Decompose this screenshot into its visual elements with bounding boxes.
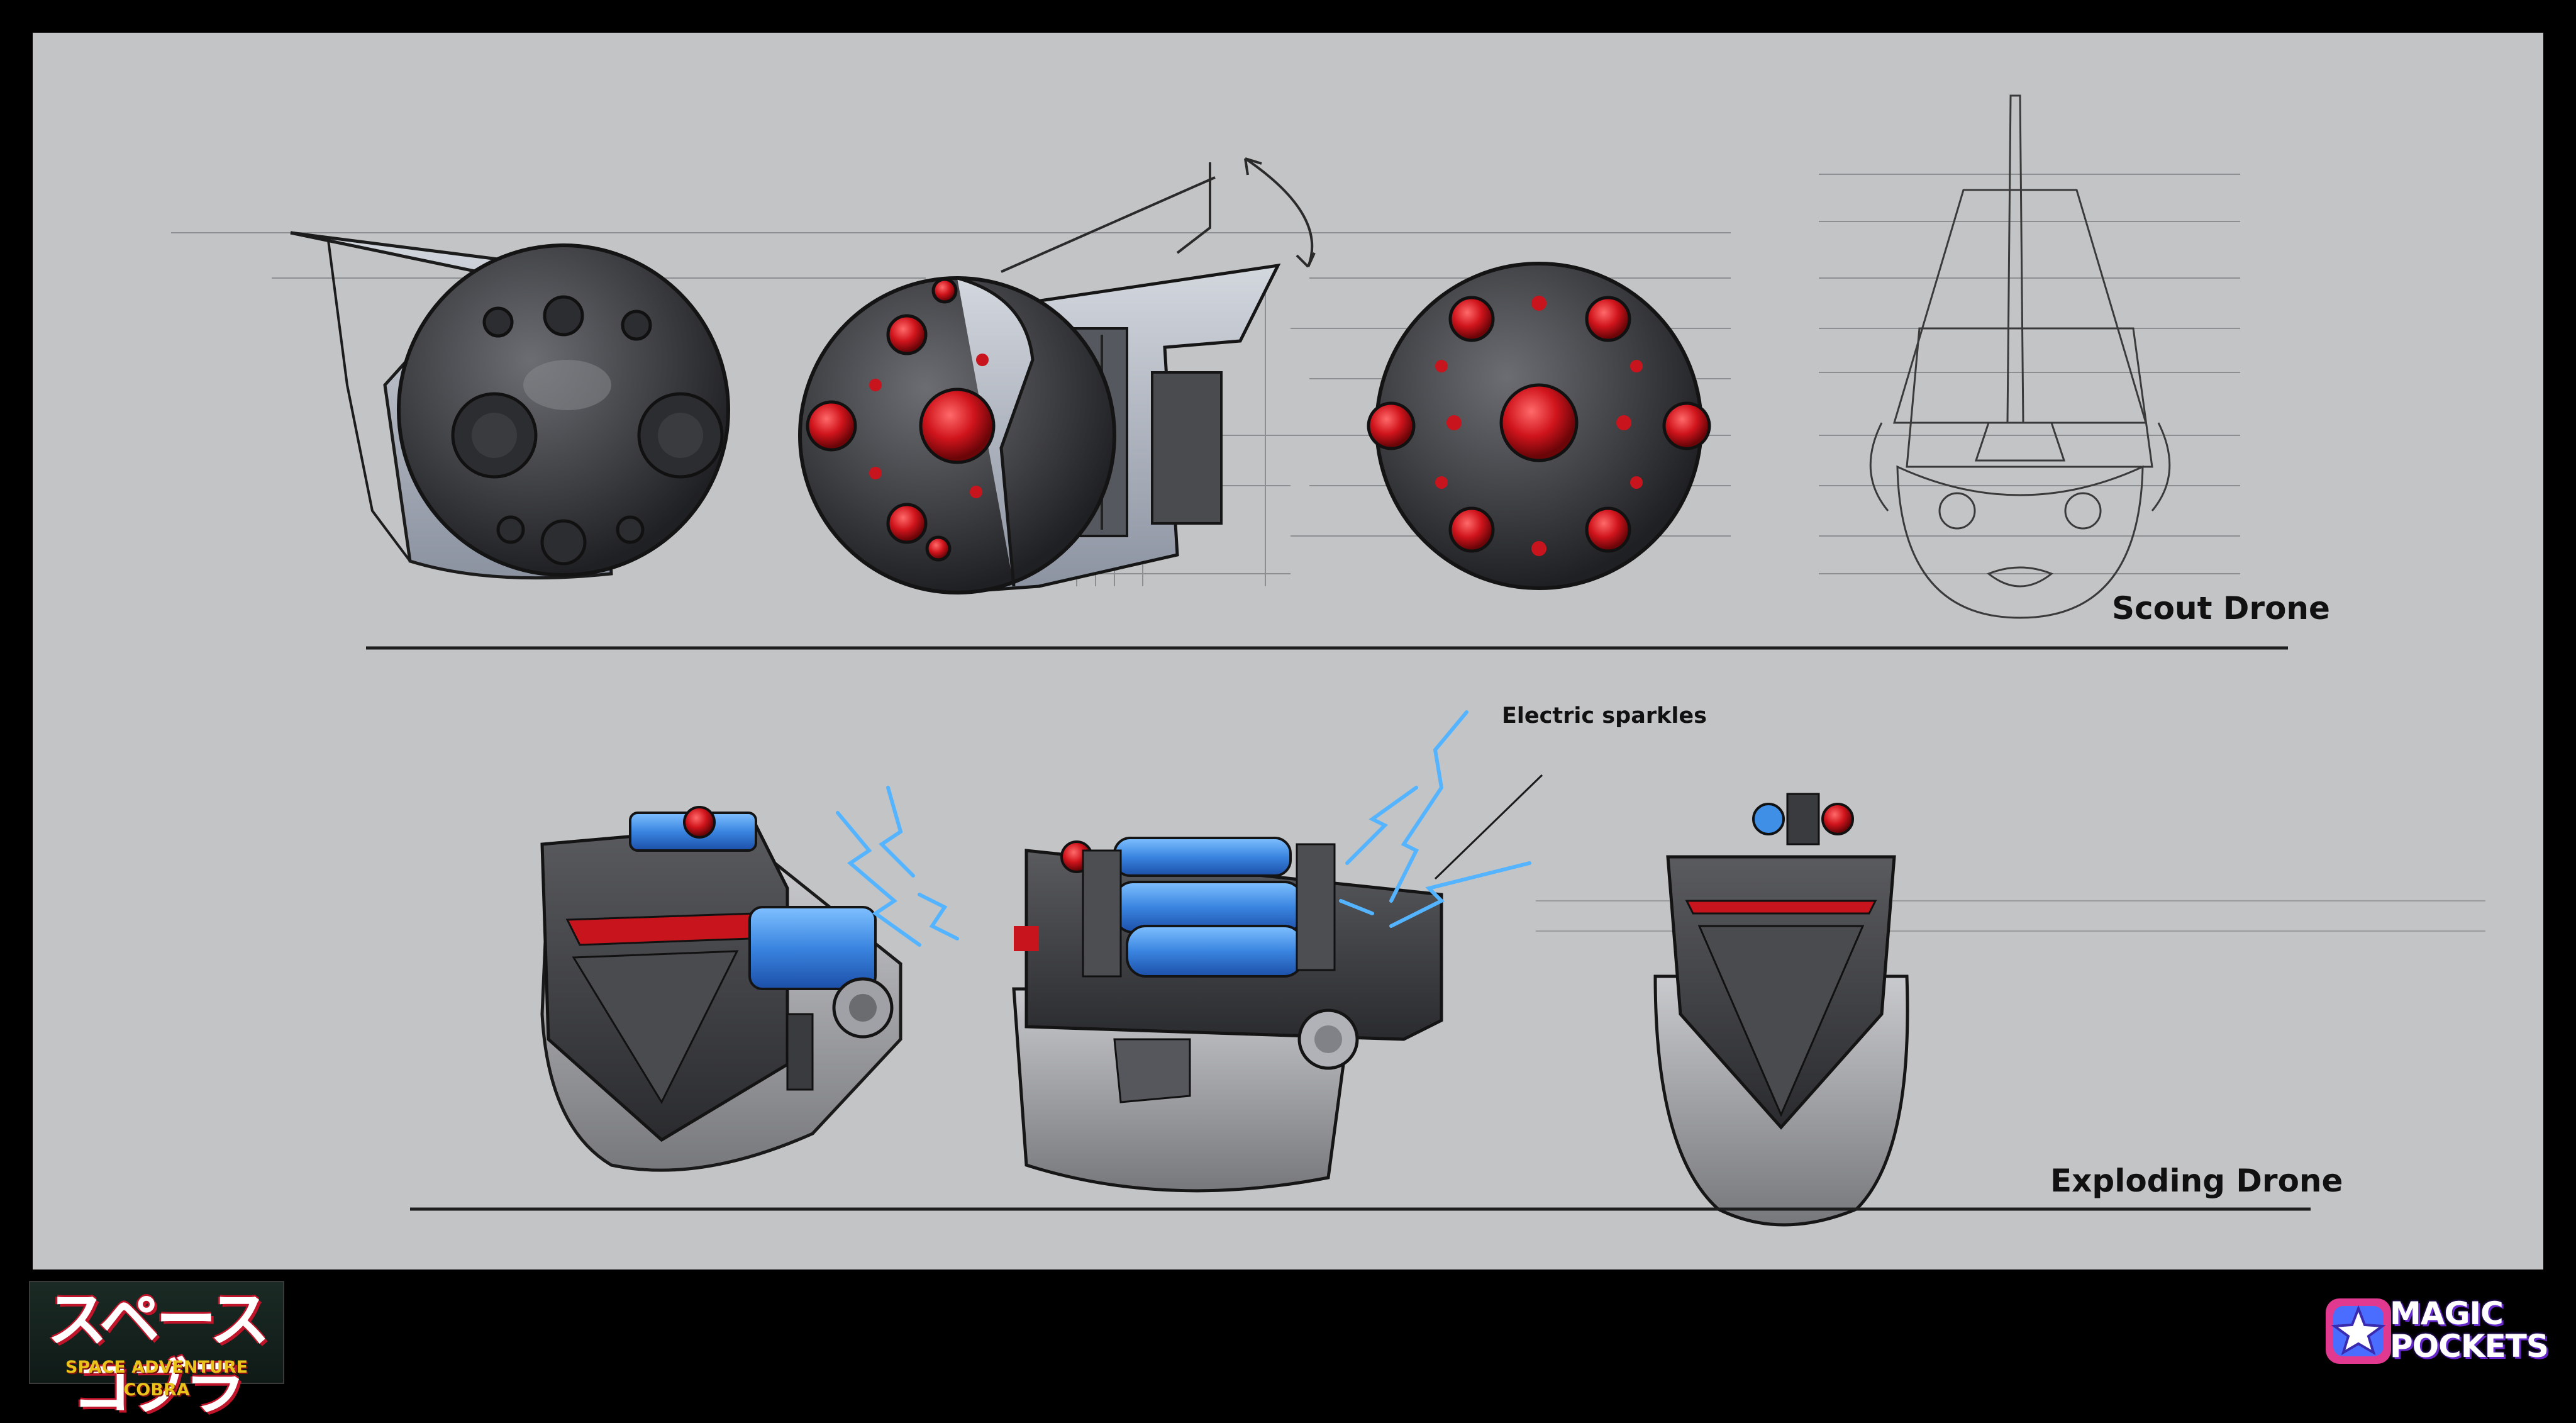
electric-sparkles-caption: Electric sparkles — [1502, 703, 1707, 728]
scout-drone-caption: Scout Drone — [2112, 590, 2330, 627]
magic-pockets-logo: MAGIC POCKETS — [2321, 1290, 2549, 1371]
magic-pockets-word-2: POCKETS — [2390, 1328, 2549, 1364]
magic-pockets-word-1: MAGIC — [2390, 1295, 2504, 1332]
exploding-drone-side — [1012, 837, 1443, 1193]
space-adventure-cobra-logo: スペースコブラ SPACE ADVENTURE COBRA — [29, 1281, 284, 1423]
electric-sparkles-right — [1339, 710, 1531, 928]
rotation-arrow — [1001, 157, 1316, 273]
scout-drone-side — [798, 263, 1281, 594]
scout-drone-three-quarter-left — [290, 231, 730, 580]
exploding-drone-caption: Exploding Drone — [2050, 1163, 2343, 1199]
scout-drone-top-sketch — [1869, 94, 2171, 619]
cobra-logo-english: SPACE ADVENTURE COBRA — [65, 1358, 248, 1400]
scout-drone-front — [1367, 262, 1711, 590]
sparkles-callout-line — [1434, 774, 1543, 880]
drone-illustrations — [171, 94, 2485, 1227]
electric-sparkles-left — [836, 786, 959, 947]
cobra-logo-japanese: スペースコブラ — [47, 1285, 270, 1423]
exploding-drone-three-quarter — [540, 806, 902, 1172]
magic-pockets-star-icon — [2326, 1298, 2391, 1364]
exploding-drone-front — [1653, 793, 1909, 1227]
concept-art-sheet: Scout Drone Exploding Drone Electric spa… — [33, 33, 2543, 1270]
